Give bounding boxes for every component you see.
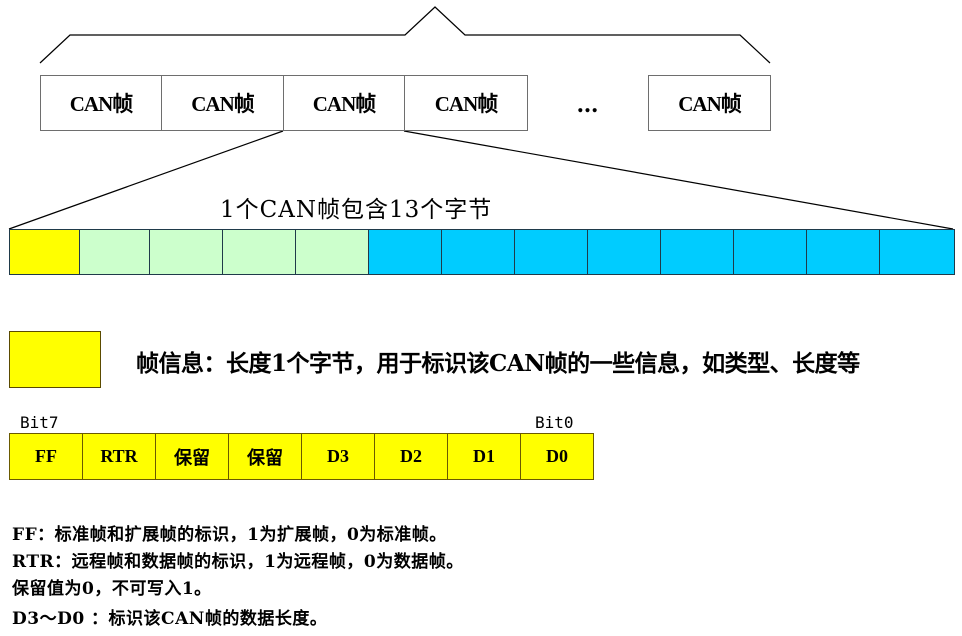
top-brace [39, 6, 771, 64]
byte-cell-id [150, 230, 223, 274]
byte-cell-data [369, 230, 442, 274]
bytes-title: 1个CAN帧包含13个字节 [220, 197, 493, 223]
can-frame-box: CAN帧 [404, 75, 528, 131]
bit-cell-rtr: RTR [83, 434, 156, 479]
bit-cell-d1: D1 [448, 434, 521, 479]
byte-cell-data [807, 230, 880, 274]
byte-cell-data [661, 230, 734, 274]
legend-text: 帧信息：长度1个字节，用于标识该CAN帧的一些信息，如类型、长度等 [136, 350, 860, 377]
can-frame-label: CAN帧 [191, 92, 254, 116]
expand-line-right [403, 130, 954, 230]
can-frame-box: CAN帧 [161, 75, 284, 131]
ellipsis: … [576, 92, 600, 118]
note-reserved: 保留值为0，不可写入1。 [12, 579, 212, 599]
frame-info-bit-table: FF RTR 保留 保留 D3 D2 D1 D0 [9, 433, 594, 480]
bit0-label: Bit0 [535, 413, 574, 432]
bit7-label: Bit7 [20, 413, 59, 432]
expand-line-left [8, 130, 284, 230]
can-frame-box: CAN帧 [648, 75, 771, 131]
can-frame-label: CAN帧 [434, 92, 498, 116]
bit-cell-d2: D2 [375, 434, 448, 479]
byte-cell-id [296, 230, 369, 274]
bit-cell-reserved: 保留 [156, 434, 229, 479]
can-frame-box: CAN帧 [40, 75, 162, 131]
bit-cell-d3: D3 [302, 434, 375, 479]
note-ff: FF：标准帧和扩展帧的标识，1为扩展帧，0为标准帧。 [12, 525, 447, 545]
bit-cell-ff: FF [10, 434, 83, 479]
can-frame-box-expanded: CAN帧 [283, 75, 405, 131]
can-frame-label: CAN帧 [312, 92, 376, 116]
note-dlc: D3～D0 ：标识该CAN帧的数据长度。 [12, 609, 328, 629]
can-frame-label: CAN帧 [678, 92, 741, 116]
byte-row [9, 229, 955, 275]
byte-cell-data [515, 230, 588, 274]
can-frame-label: CAN帧 [69, 92, 133, 116]
byte-cell-id [223, 230, 296, 274]
bit-cell-reserved: 保留 [229, 434, 302, 479]
legend-swatch-frame-info [9, 331, 101, 388]
byte-cell-data [442, 230, 515, 274]
byte-cell-id [80, 230, 150, 274]
byte-cell-frame-info [10, 230, 80, 274]
byte-cell-data [880, 230, 954, 274]
byte-cell-data [734, 230, 807, 274]
bit-cell-d0: D0 [546, 446, 568, 466]
byte-cell-data [588, 230, 661, 274]
note-rtr: RTR：远程帧和数据帧的标识，1为远程帧，0为数据帧。 [12, 552, 464, 572]
